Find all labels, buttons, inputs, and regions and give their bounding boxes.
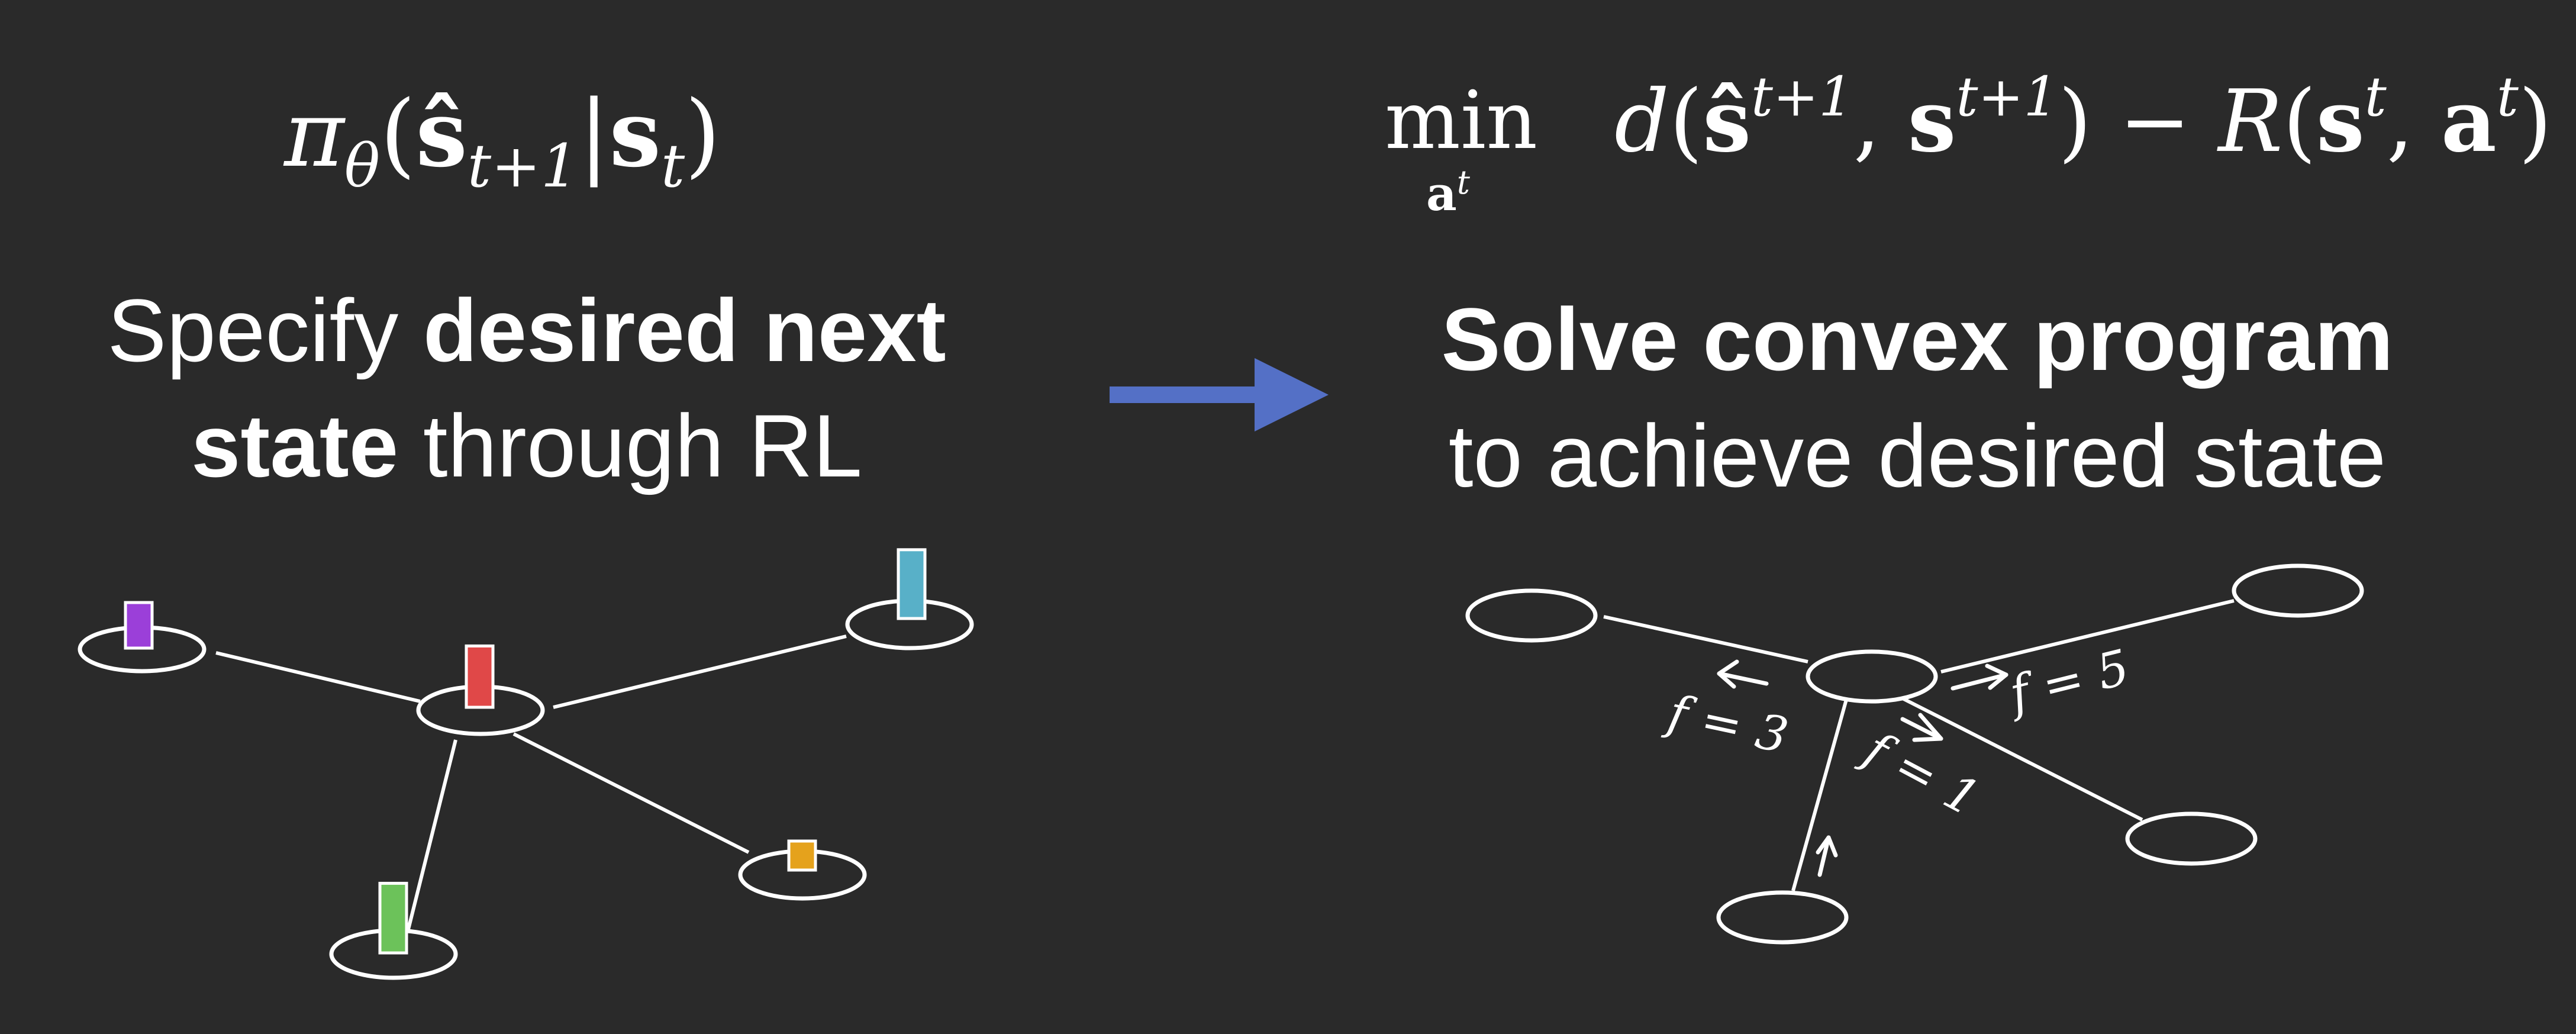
state-bar-cyan bbox=[897, 548, 927, 620]
edge-right-bottom bbox=[512, 732, 750, 854]
edge-left-bottom bbox=[407, 739, 457, 930]
right-network-graph: f = 3 f = 1 f = 5 bbox=[1465, 563, 2364, 945]
right-formula: d(ŝt+1, st+1) − R(st, at) bbox=[1614, 65, 2552, 172]
hat-s-symbol: ŝ bbox=[416, 79, 468, 188]
min-subscript: at bbox=[1426, 163, 1471, 221]
min-operator: min bbox=[1385, 74, 1537, 167]
close-paren: ) bbox=[685, 80, 720, 188]
left-formula: πθ(ŝt+1|st) bbox=[283, 79, 721, 201]
edge-left-top bbox=[1603, 615, 1808, 663]
theta-subscript: θ bbox=[344, 131, 380, 201]
pi-symbol: π bbox=[283, 80, 346, 188]
node-right-top bbox=[2232, 563, 2364, 618]
state-bar-orange bbox=[787, 839, 817, 872]
node-center bbox=[1806, 649, 1938, 704]
hat-s-symbol: ŝ bbox=[1703, 71, 1751, 172]
node-left-top bbox=[1465, 588, 1598, 643]
right-caption-line1: Solve convex program bbox=[1442, 289, 2394, 389]
arrow-f5-icon bbox=[1950, 663, 2008, 691]
d-symbol: d bbox=[1614, 72, 1669, 172]
next-subscript: t+1 bbox=[468, 131, 579, 201]
edge-left-top bbox=[215, 651, 421, 703]
s-symbol: s bbox=[610, 79, 661, 188]
left-caption-line1: Specify desired next bbox=[107, 281, 946, 380]
state-bar-purple bbox=[124, 601, 154, 650]
left-network-graph bbox=[78, 548, 974, 980]
edge-left-bottom bbox=[1791, 699, 1848, 891]
transition-arrow bbox=[1110, 358, 1329, 431]
flow-label-f3: f = 3 bbox=[1660, 684, 1793, 764]
right-caption-line2: to achieve desired state bbox=[1449, 406, 2386, 505]
bar-symbol: | bbox=[578, 80, 609, 188]
R-symbol: R bbox=[2216, 72, 2282, 172]
edge-right-bottom bbox=[1901, 697, 2143, 822]
left-caption-line2: state through RL bbox=[191, 396, 862, 495]
state-bar-green bbox=[378, 881, 408, 955]
arrow-up-icon bbox=[1816, 835, 1838, 877]
arrow-f1-icon bbox=[1900, 713, 1943, 742]
node-right-bottom bbox=[2125, 811, 2258, 866]
node-bottom bbox=[1716, 890, 1849, 945]
arrow-f3-icon bbox=[1717, 659, 1769, 689]
open-paren: ( bbox=[380, 80, 415, 188]
edge-right-top bbox=[1940, 599, 2235, 674]
edge-right-top bbox=[553, 634, 847, 709]
t-subscript: t bbox=[661, 131, 685, 201]
flow-label-f1: f = 1 bbox=[1852, 720, 1988, 827]
state-bar-red bbox=[465, 644, 495, 709]
